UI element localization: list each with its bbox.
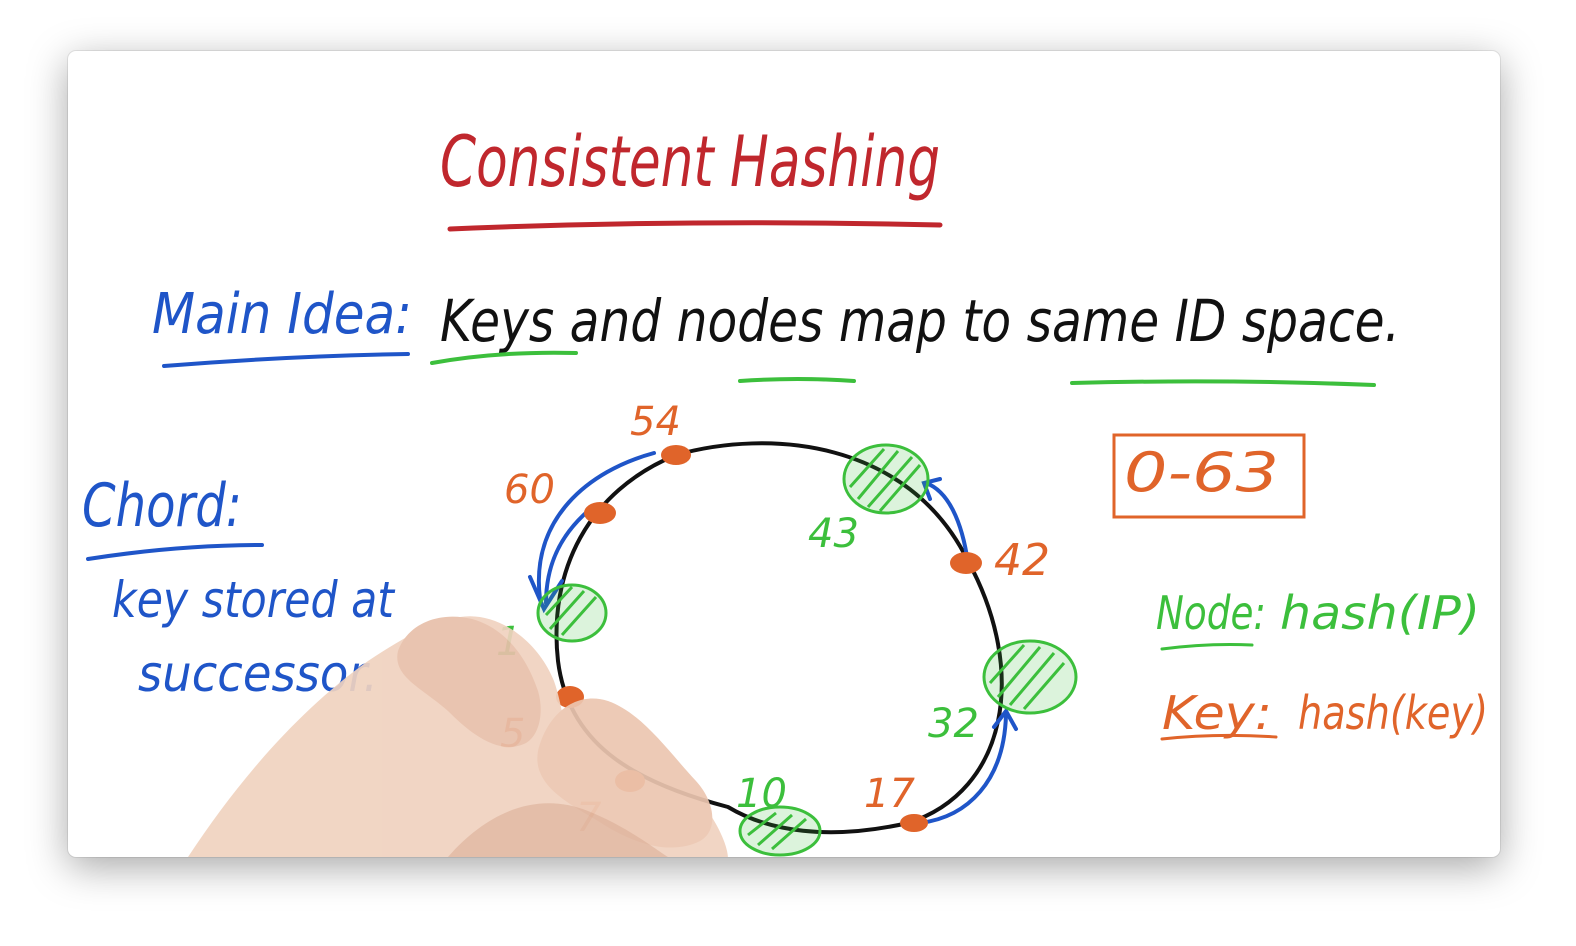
id-space-box (1112, 433, 1306, 519)
arrow-42-to-43 (924, 481, 970, 565)
node-43-hatch (848, 447, 922, 512)
node-legend-label: Node: (1156, 586, 1266, 640)
arrowhead-to-32 (992, 707, 1018, 731)
key-54: 54 (630, 399, 691, 465)
main-idea-underline (162, 352, 410, 368)
node-32-marker (982, 639, 1078, 715)
key-42-label: 42 (994, 535, 1050, 586)
node-legend-underline (1160, 643, 1254, 651)
arrow-54-to-1 (536, 451, 656, 601)
key-legend-label: Key: (1162, 686, 1272, 740)
keys-underline (430, 350, 578, 365)
key-60: 60 (504, 467, 616, 524)
hand-shadow (448, 803, 668, 857)
node-legend-value: hash(IP) (1280, 586, 1480, 640)
key-17-label: 17 (864, 771, 915, 817)
arrowhead-to-1 (528, 575, 564, 614)
node-32: 32 (928, 639, 1078, 747)
drawing-hand (188, 616, 728, 857)
title-underline (447, 220, 943, 232)
chord-underline (86, 543, 264, 561)
slide-frame: Consistent Hashing Main Idea: Keys and n… (68, 51, 1500, 857)
key-17-marker (900, 814, 928, 832)
hand-finger-index (397, 616, 541, 747)
node-1-hatch (544, 585, 598, 637)
arrowhead-to-43 (921, 477, 942, 501)
node-43-label: 43 (808, 511, 859, 557)
arrow-17-to-32 (918, 713, 1008, 825)
key-54-marker (661, 445, 691, 465)
node-10-label: 10 (736, 771, 787, 817)
hand-palm (188, 616, 728, 857)
whiteboard: Consistent Hashing Main Idea: Keys and n… (82, 121, 1488, 857)
key-42: 42 (950, 535, 1050, 586)
hash-ring (554, 441, 1004, 835)
node-1-marker (536, 583, 608, 643)
node-43: 43 (808, 443, 930, 557)
node-32-label: 32 (928, 701, 979, 747)
key-60-marker (584, 502, 616, 524)
key-42-marker (950, 552, 982, 574)
key-legend-value: hash(key) (1298, 686, 1488, 740)
id-space-underline (1070, 379, 1376, 387)
node-32-hatch (988, 643, 1066, 710)
key-17: 17 (864, 771, 928, 832)
page-title: Consistent Hashing (440, 121, 940, 203)
key-54-label: 54 (630, 399, 681, 445)
node-10-hatch (747, 811, 807, 851)
main-idea-text: Keys and nodes map to same ID space. (440, 287, 1400, 355)
nodes-underline (738, 377, 856, 383)
id-space-range: 0-63 (1124, 441, 1279, 504)
key-legend-underline (1160, 733, 1278, 741)
chord-line1: key stored at (112, 571, 396, 629)
node-10: 10 (736, 771, 822, 857)
main-idea-label: Main Idea: (152, 282, 412, 347)
chord-label: Chord: (82, 471, 242, 541)
key-60-label: 60 (504, 467, 555, 513)
